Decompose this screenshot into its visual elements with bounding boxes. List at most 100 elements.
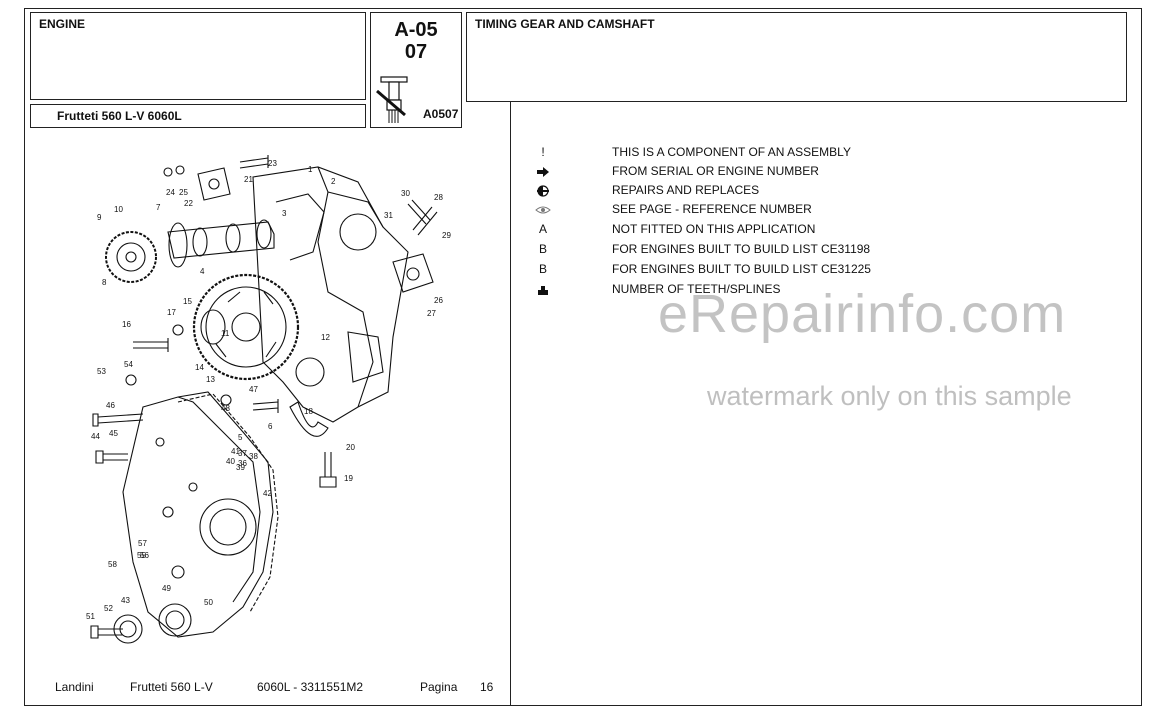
callout-24: 24 [166, 188, 175, 197]
callout-14: 14 [195, 363, 204, 372]
callout-18: 18 [304, 407, 313, 416]
callout-29: 29 [442, 231, 451, 240]
footer-brand: Landini [55, 680, 94, 694]
legend-row: SEE PAGE - REFERENCE NUMBER [528, 202, 1128, 221]
component-icon [376, 76, 408, 123]
callout-3: 3 [282, 209, 287, 218]
section-title: ENGINE [39, 17, 86, 31]
callout-55: 55 [137, 551, 146, 560]
legend-text: FOR ENGINES BUILT TO BUILD LIST CE31198 [612, 242, 871, 256]
legend-row: B FOR ENGINES BUILT TO BUILD LIST CE3122… [528, 262, 1128, 281]
callout-17: 17 [167, 308, 176, 317]
legend-text: REPAIRS AND REPLACES [612, 183, 760, 197]
callout-47: 47 [249, 385, 258, 394]
callout-23: 23 [268, 159, 277, 168]
cam-gear [105, 231, 157, 283]
title-box: TIMING GEAR AND CAMSHAFT [466, 12, 1127, 102]
callout-42: 42 [263, 489, 272, 498]
callout-40: 40 [226, 457, 235, 466]
model-title: Frutteti 560 L-V 6060L [57, 109, 182, 123]
eye-arrow-icon [528, 202, 558, 219]
legend-text: SEE PAGE - REFERENCE NUMBER [612, 202, 812, 216]
callout-12: 12 [321, 333, 330, 342]
watermark-sub: watermark only on this sample [707, 381, 1072, 411]
callout-41: 41 [231, 447, 240, 456]
callout-9: 9 [97, 213, 102, 222]
callout-57: 57 [138, 539, 147, 548]
callout-19: 19 [344, 474, 353, 483]
half-circle-icon [528, 183, 558, 200]
camshaft [167, 221, 275, 259]
letter-b-icon: B [538, 262, 547, 276]
page-frame [24, 8, 1142, 706]
callout-37: 37 [238, 449, 247, 458]
legend-row: ! THIS IS A COMPONENT OF AN ASSEMBLY [528, 145, 1128, 164]
callout-20: 20 [346, 443, 355, 452]
callout-50: 50 [204, 598, 213, 607]
callout-46: 46 [106, 401, 115, 410]
callout-10: 10 [114, 205, 123, 214]
callout-51: 51 [86, 612, 95, 621]
callout-8: 8 [102, 278, 107, 287]
timing-cover [122, 391, 274, 638]
legend: ! THIS IS A COMPONENT OF AN ASSEMBLY FRO… [528, 145, 1128, 305]
callout-15: 15 [183, 297, 192, 306]
callout-7: 7 [156, 203, 161, 212]
page-title: TIMING GEAR AND CAMSHAFT [475, 17, 655, 31]
callout-2: 2 [331, 177, 336, 186]
callout-44: 44 [91, 432, 100, 441]
legend-row: B FOR ENGINES BUILT TO BUILD LIST CE3119… [528, 242, 1128, 261]
callout-11: 11 [221, 329, 230, 338]
engine-housing [252, 166, 409, 423]
exploded-diagram: 1 2 3 4 5 6 7 8 9 10 11 12 13 14 15 16 1… [86, 155, 451, 644]
callout-58: 58 [108, 560, 117, 569]
legend-row: FROM SERIAL OR ENGINE NUMBER [528, 164, 1128, 183]
callout-38: 38 [249, 452, 258, 461]
code-ref: A0507 [423, 107, 459, 121]
section-box: ENGINE [30, 12, 366, 100]
footer-code: 6060L - 3311551M2 [257, 680, 364, 694]
model-box: Frutteti 560 L-V 6060L [30, 104, 366, 128]
callout-45: 45 [109, 429, 118, 438]
code-sub: 07 [404, 41, 428, 63]
callout-48: 48 [221, 404, 230, 413]
callout-27: 27 [427, 309, 436, 318]
footer-page-number: 16 [480, 680, 494, 694]
legend-row: A NOT FITTED ON THIS APPLICATION [528, 222, 1128, 241]
callout-28: 28 [434, 193, 443, 202]
arrow-right-icon [528, 164, 558, 181]
legend-text: NUMBER OF TEETH/SPLINES [612, 282, 781, 296]
callout-1: 1 [308, 165, 313, 174]
callout-4: 4 [200, 267, 205, 276]
callout-5: 5 [238, 433, 243, 442]
callout-36: 36 [238, 459, 247, 468]
legend-row: NUMBER OF TEETH/SPLINES [528, 282, 1128, 301]
code-box: A-05 07 A0507 [370, 12, 462, 128]
footer-page-label: Pagina [420, 680, 458, 694]
callout-53: 53 [97, 367, 106, 376]
callout-49: 49 [162, 584, 171, 593]
callout-22: 22 [184, 199, 193, 208]
legend-text: NOT FITTED ON THIS APPLICATION [612, 222, 816, 236]
callout-54: 54 [124, 360, 133, 369]
footer-model: Frutteti 560 L-V [130, 680, 213, 694]
callout-16: 16 [122, 320, 131, 329]
letter-a-icon: A [538, 222, 547, 236]
callout-6: 6 [268, 422, 273, 431]
timing-gear [192, 273, 300, 381]
legend-text: FOR ENGINES BUILT TO BUILD LIST CE31225 [612, 262, 871, 276]
exclamation-icon: ! [541, 145, 545, 159]
callout-52: 52 [104, 604, 113, 613]
callout-31: 31 [384, 211, 393, 220]
callout-21: 21 [244, 175, 253, 184]
tooth-icon [528, 282, 558, 299]
callout-13: 13 [206, 375, 215, 384]
legend-text: THIS IS A COMPONENT OF AN ASSEMBLY [612, 145, 851, 159]
callout-39: 39 [236, 463, 245, 472]
callout-30: 30 [401, 189, 410, 198]
letter-b-icon: B [538, 242, 547, 256]
callout-25: 25 [179, 188, 188, 197]
column-divider [510, 102, 511, 706]
legend-text: FROM SERIAL OR ENGINE NUMBER [612, 164, 819, 178]
callout-56: 56 [140, 551, 149, 560]
